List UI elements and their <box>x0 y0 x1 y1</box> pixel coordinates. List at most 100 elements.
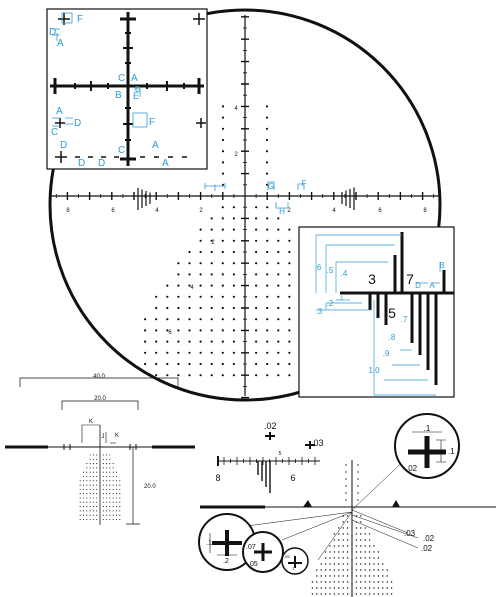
spacing-dot <box>79 518 81 521</box>
spacing-dot <box>102 510 104 512</box>
detail-dot <box>368 575 371 577</box>
tick-label-right-2: 2 <box>287 208 291 214</box>
tick-label-up-4: 4 <box>234 106 238 112</box>
tick-label-down-6: 6 <box>168 330 172 336</box>
spacing-dot <box>119 501 121 503</box>
holdover-dot <box>166 374 169 377</box>
spacing-dot <box>96 501 98 503</box>
holdover-dot <box>255 362 258 366</box>
holdover-dot <box>221 217 224 220</box>
spacing-dot <box>109 497 111 499</box>
dim-label-0.6: .6 <box>315 263 322 272</box>
detail-dot <box>324 557 327 559</box>
spacing-dot <box>102 484 104 486</box>
tick-label-left-8: 8 <box>66 208 70 214</box>
holdover-dot <box>210 250 213 254</box>
spacing-dot <box>89 506 91 508</box>
detail-dot <box>377 587 380 589</box>
spacing-dot <box>106 506 108 508</box>
inset-label-A-left: A <box>56 106 63 117</box>
detail-dot <box>333 539 336 541</box>
spacing-dot <box>106 484 108 486</box>
detail-dot <box>360 569 362 571</box>
spacing-dot <box>112 484 114 486</box>
inset-label-F-right: F <box>149 117 155 128</box>
tick-label-left-2: 2 <box>199 208 203 214</box>
detail-dot <box>355 557 358 559</box>
spacing-dot <box>115 480 118 482</box>
spacing-dot <box>96 510 98 512</box>
spacing-dot <box>106 510 108 512</box>
detail-dot <box>390 581 393 583</box>
detail-dot <box>346 515 349 517</box>
detail-dot <box>382 575 384 577</box>
holdover-dot <box>221 138 225 142</box>
holdover-dot <box>232 250 235 254</box>
detail-dot <box>364 575 366 577</box>
detail-dot <box>342 587 344 589</box>
holdover-dot <box>221 284 224 287</box>
spacing-hash-marks <box>63 444 137 450</box>
spacing-dot <box>119 484 121 486</box>
holdover-dot <box>266 351 269 354</box>
holdover-dot <box>232 318 235 321</box>
spacing-dot <box>89 501 91 503</box>
callout-02-b: .02 <box>421 544 433 553</box>
detail-dot <box>373 557 375 559</box>
holdover-dot <box>177 262 180 265</box>
spacing-dot <box>82 484 85 486</box>
holdover-dot <box>188 295 191 298</box>
detail-dot <box>333 569 336 571</box>
callout-03: .03 <box>404 529 416 538</box>
detail-dot <box>333 557 336 559</box>
spacing-dot <box>109 471 111 473</box>
detail-dot <box>333 581 336 583</box>
holdover-dot <box>232 295 235 298</box>
dim-label-0.5: .5 <box>327 266 334 275</box>
detail-dot <box>357 485 359 487</box>
holdover-dot <box>188 284 191 287</box>
detail-dot <box>382 563 384 565</box>
holdover-dot <box>166 351 169 354</box>
holdover-dot <box>199 295 202 298</box>
detail-dot <box>338 593 340 595</box>
spacing-dot <box>119 510 121 512</box>
detail-dot <box>382 581 384 583</box>
spacing-20-vertical: 20.0 <box>144 484 156 490</box>
detail-dot <box>329 593 331 595</box>
mag-bl-left: .1 <box>206 540 212 547</box>
detail-dot <box>311 587 314 589</box>
detail-dot <box>346 587 349 589</box>
holdover-dot <box>277 351 280 354</box>
holdover-dot <box>255 239 258 242</box>
dim-letter-B: B <box>439 261 444 270</box>
holdover-dot <box>277 273 280 276</box>
holdover-dot <box>221 250 224 254</box>
spacing-dot <box>102 506 104 508</box>
spacing-dot <box>79 484 81 486</box>
spacing-dot <box>115 488 118 490</box>
letter-I: I <box>214 183 217 193</box>
detail-dot <box>355 569 358 571</box>
holdover-dot <box>255 329 258 332</box>
holdover-dot <box>177 351 180 354</box>
detail-dot <box>324 563 327 565</box>
spacing-dot <box>102 454 104 456</box>
inset-label-D-left: D <box>74 118 81 129</box>
holdover-dot <box>288 273 291 276</box>
spacing-dot <box>112 506 114 508</box>
holdover-dot <box>277 284 280 287</box>
spacing-dot <box>92 463 94 465</box>
holdover-dot <box>288 295 291 298</box>
spacing-dot <box>115 506 118 508</box>
detail-dot <box>355 545 358 547</box>
detail-dot <box>338 539 340 541</box>
detail-dot <box>345 485 347 487</box>
detail-dot <box>324 551 327 553</box>
holdover-dot <box>221 150 225 153</box>
holdover-dot <box>166 284 169 287</box>
detail-dot <box>368 551 371 553</box>
holdover-dot <box>144 318 147 321</box>
spacing-dot <box>115 518 118 521</box>
detail-dot <box>360 563 362 565</box>
